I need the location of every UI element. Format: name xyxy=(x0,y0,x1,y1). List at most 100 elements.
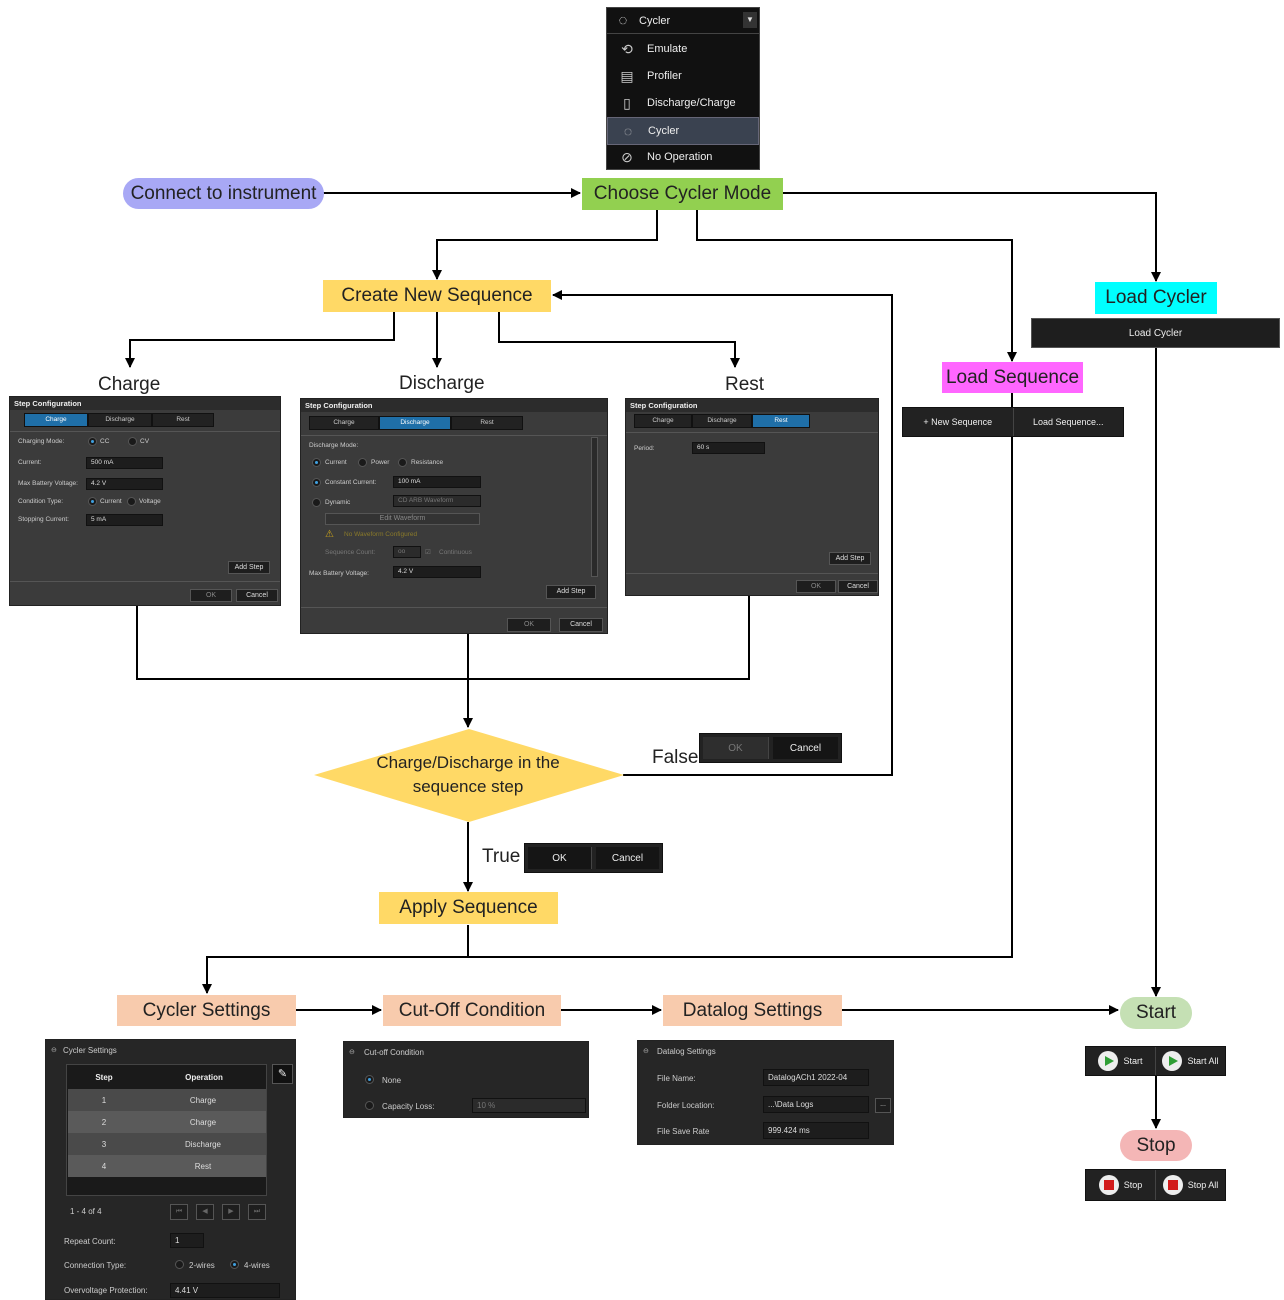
cv-radio[interactable] xyxy=(128,437,137,446)
table-row[interactable]: 1 Charge xyxy=(68,1089,266,1111)
new-sequence-button[interactable]: + New Sequence xyxy=(903,408,1014,436)
dropdown-item-label: No Operation xyxy=(647,151,713,163)
dropdown-item-cycler[interactable]: ◌Cycler xyxy=(607,117,759,145)
file-name-field[interactable]: DatalogACh1 2022-04 xyxy=(763,1069,869,1086)
scrollbar[interactable] xyxy=(591,437,598,577)
condition-current-radio[interactable] xyxy=(88,497,97,506)
dropdown-item-discharge-charge[interactable]: ▯Discharge/Charge xyxy=(607,90,759,116)
condition-voltage-radio[interactable] xyxy=(127,497,136,506)
warning-icon: ⚠ xyxy=(325,529,334,540)
capacity-loss-field[interactable]: 10 % xyxy=(472,1098,586,1113)
tab-charge[interactable]: Charge xyxy=(309,416,379,430)
connection-type-label: Connection Type: xyxy=(64,1261,127,1270)
start-all-button[interactable]: Start All xyxy=(1156,1047,1225,1075)
save-rate-field[interactable]: 999.424 ms xyxy=(763,1122,869,1139)
stop-icon xyxy=(1162,1175,1183,1195)
dropdown-item-no-operation[interactable]: ⊘No Operation xyxy=(607,144,759,170)
collapse-icon[interactable]: ⊖ xyxy=(51,1047,57,1054)
table-row[interactable]: 2 Charge xyxy=(68,1111,266,1133)
capacity-loss-radio[interactable] xyxy=(365,1101,374,1110)
add-step-button[interactable]: Add Step xyxy=(546,585,596,599)
dropdown-item-profiler[interactable]: ▤Profiler xyxy=(607,63,759,89)
four-wire-radio[interactable] xyxy=(230,1260,239,1269)
max-voltage-field[interactable]: 4.2 V xyxy=(86,478,163,490)
ok-button[interactable]: OK xyxy=(190,589,232,602)
arrow-apply-to-cycler-settings xyxy=(202,925,469,994)
cancel-button[interactable]: Cancel xyxy=(596,847,659,869)
constant-current-radio[interactable] xyxy=(312,478,321,487)
mode-resistance-radio[interactable] xyxy=(398,458,407,467)
ok-button-disabled[interactable]: OK xyxy=(703,737,769,759)
add-step-button[interactable]: Add Step xyxy=(228,561,270,574)
ok-button[interactable]: OK xyxy=(528,847,592,869)
dropdown-item-label: Cycler xyxy=(648,125,680,137)
two-wire-radio[interactable] xyxy=(175,1260,184,1269)
play-icon xyxy=(1098,1051,1119,1071)
max-voltage-label: Max Battery Voltage: xyxy=(18,480,78,487)
dropdown-item-emulate[interactable]: ⟲Emulate xyxy=(607,36,759,62)
cc-label: CC xyxy=(100,438,110,445)
table-row[interactable]: 3 Discharge xyxy=(68,1133,266,1155)
first-page-button[interactable]: ⏮ xyxy=(170,1204,188,1220)
cc-radio[interactable] xyxy=(88,437,97,446)
step-cell: 4 xyxy=(101,1162,107,1171)
stop-all-button[interactable]: Stop All xyxy=(1156,1170,1225,1200)
tab-discharge[interactable]: Discharge xyxy=(88,413,152,427)
battery-icon: ▯ xyxy=(623,94,631,111)
mode-power-radio[interactable] xyxy=(358,458,367,467)
tab-rest[interactable]: Rest xyxy=(152,413,214,427)
last-page-button[interactable]: ⏭ xyxy=(248,1204,266,1220)
sequence-count-field[interactable]: oo xyxy=(393,546,421,558)
load-sequence-button[interactable]: Load Sequence... xyxy=(1032,417,1104,427)
none-radio[interactable] xyxy=(365,1075,374,1084)
period-field[interactable]: 60 s xyxy=(692,442,765,454)
mode-dropdown-header[interactable]: ◌ Cycler ▼ xyxy=(607,8,759,34)
waveform-select[interactable]: CD ARB Waveform xyxy=(393,495,481,507)
load-cycler-button[interactable]: Load Cycler xyxy=(1031,318,1280,348)
constant-current-field[interactable]: 100 mA xyxy=(393,476,481,488)
stop-button[interactable]: Stop xyxy=(1086,1170,1156,1200)
collapse-icon[interactable]: ⊖ xyxy=(349,1049,355,1056)
mode-current-radio[interactable] xyxy=(312,458,321,467)
repeat-count-field[interactable]: 1 xyxy=(170,1233,204,1248)
browse-button[interactable]: ... xyxy=(875,1098,891,1113)
chevron-down-icon[interactable]: ▼ xyxy=(743,12,757,28)
arrow-mode-to-create xyxy=(432,210,658,280)
next-page-button[interactable]: ▶ xyxy=(222,1204,240,1220)
ovp-field[interactable]: 4.41 V xyxy=(170,1283,280,1298)
dynamic-radio[interactable] xyxy=(312,498,321,507)
ok-button[interactable]: OK xyxy=(796,580,836,593)
tab-charge[interactable]: Charge xyxy=(24,413,88,427)
cancel-button[interactable]: Cancel xyxy=(838,580,878,593)
cycler-settings-panel: ⊖ Cycler Settings Step Operation 1 Charg… xyxy=(45,1039,296,1300)
edit-icon[interactable]: ✎ xyxy=(272,1064,293,1084)
tab-discharge[interactable]: Discharge xyxy=(692,414,752,428)
stopping-current-field[interactable]: 5 mA xyxy=(86,514,163,526)
start-button[interactable]: Start xyxy=(1086,1047,1156,1075)
cancel-button[interactable]: Cancel xyxy=(773,737,838,759)
continuous-checkbox[interactable]: ☑ xyxy=(425,549,431,556)
operation-cell: Charge xyxy=(189,1096,217,1105)
tab-rest[interactable]: Rest xyxy=(752,414,810,428)
ok-button[interactable]: OK xyxy=(507,618,551,632)
cancel-button[interactable]: Cancel xyxy=(559,618,603,632)
profiler-icon: ▤ xyxy=(620,67,634,84)
dropdown-item-label: Emulate xyxy=(647,43,688,55)
current-field[interactable]: 500 mA xyxy=(86,457,163,469)
arrow-mode-to-load-cycler xyxy=(783,192,1161,282)
tab-discharge[interactable]: Discharge xyxy=(379,416,451,430)
tab-charge[interactable]: Charge xyxy=(634,414,692,428)
divider xyxy=(626,432,878,433)
prev-page-button[interactable]: ◀ xyxy=(196,1204,214,1220)
collapse-icon[interactable]: ⊖ xyxy=(643,1048,649,1055)
tab-rest[interactable]: Rest xyxy=(451,416,523,430)
max-voltage-field[interactable]: 4.2 V xyxy=(393,566,481,578)
folder-location-field[interactable]: ...\Data Logs xyxy=(763,1096,869,1113)
discharge-step-config-panel: Step Configuration Charge Discharge Rest… xyxy=(300,398,608,634)
edit-waveform-button[interactable]: Edit Waveform xyxy=(325,513,480,525)
cancel-button[interactable]: Cancel xyxy=(236,589,278,602)
capacity-loss-label: Capacity Loss: xyxy=(382,1102,435,1111)
mode-dropdown[interactable]: ◌ Cycler ▼ ⟲Emulate ▤Profiler ▯Discharge… xyxy=(606,7,760,170)
add-step-button[interactable]: Add Step xyxy=(829,552,871,565)
table-row[interactable]: 4 Rest xyxy=(68,1155,266,1177)
